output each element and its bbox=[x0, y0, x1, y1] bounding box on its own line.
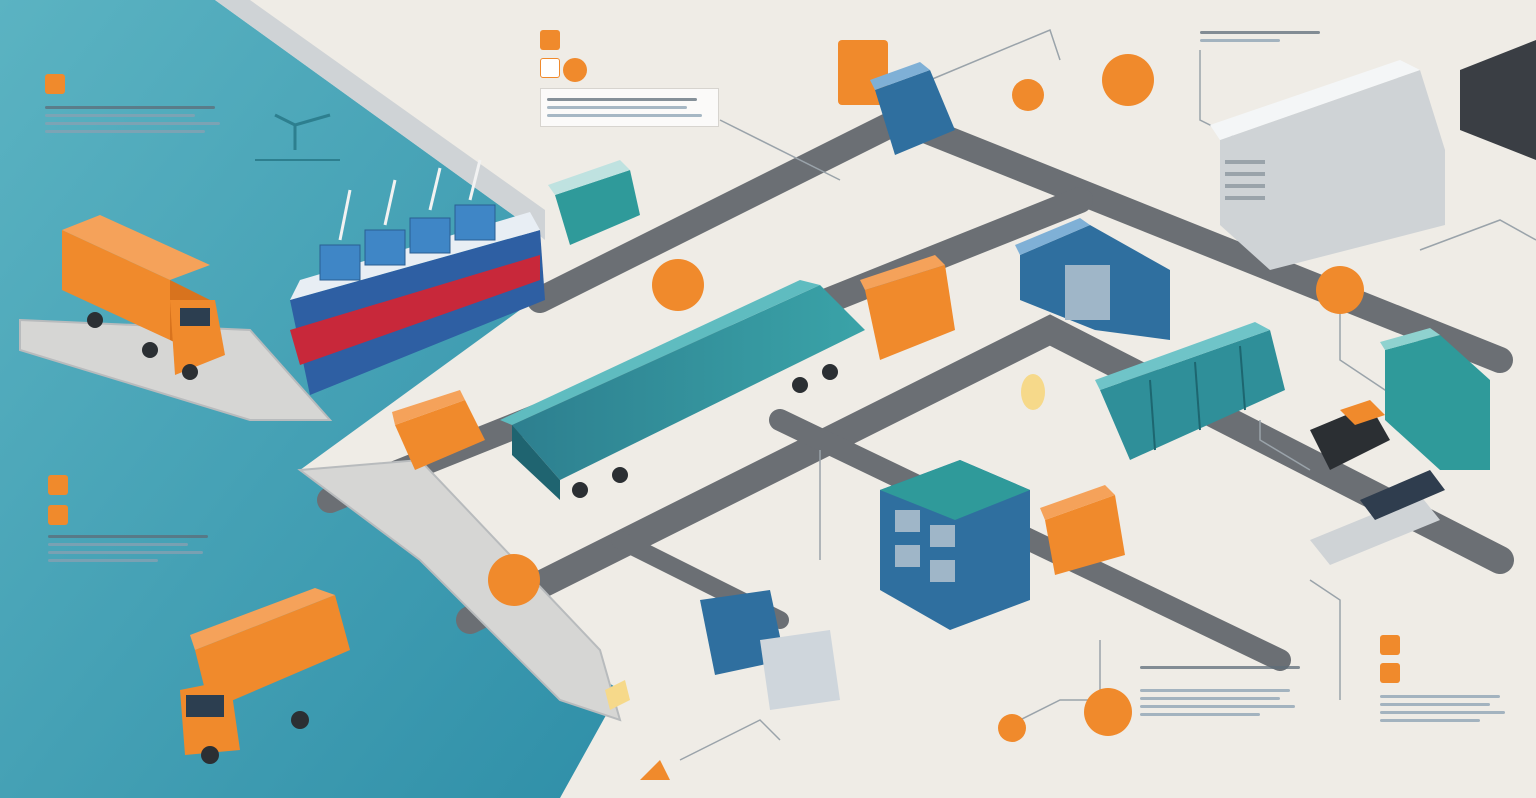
caption-line bbox=[45, 114, 195, 117]
caption-line bbox=[45, 122, 220, 125]
container-stack-icon bbox=[1095, 322, 1285, 460]
caption-bottom-right-1 bbox=[1140, 660, 1320, 721]
crate-icon bbox=[860, 255, 955, 360]
location-marker-icon bbox=[605, 374, 1045, 710]
container-stack-icon bbox=[1380, 328, 1490, 470]
dock-equipment-icon bbox=[548, 160, 640, 245]
info-icon bbox=[540, 30, 560, 50]
container-stack-icon bbox=[700, 590, 840, 710]
truck-icon bbox=[62, 215, 225, 380]
crane-icon bbox=[255, 113, 340, 161]
container-stack-icon bbox=[880, 460, 1030, 630]
caption-line bbox=[45, 130, 205, 133]
warehouse-icon bbox=[1210, 60, 1445, 270]
caption-mid-left bbox=[48, 475, 218, 567]
semi-trailer-icon bbox=[500, 280, 865, 500]
caption-top-right bbox=[1200, 25, 1340, 47]
info-icon bbox=[540, 58, 560, 78]
forklift-icon bbox=[1310, 400, 1390, 470]
caption-box bbox=[540, 88, 719, 127]
location-marker-icon bbox=[488, 54, 1364, 780]
caption-line bbox=[45, 106, 215, 109]
container-stack-icon bbox=[870, 62, 955, 155]
warehouse-icon bbox=[1460, 40, 1536, 160]
crate-icon bbox=[392, 390, 485, 470]
info-icon bbox=[1380, 635, 1400, 655]
info-icon bbox=[48, 505, 68, 525]
caption-bottom-right-2 bbox=[1380, 635, 1520, 727]
cargo-ship-icon bbox=[290, 159, 545, 395]
truck-icon bbox=[180, 588, 350, 764]
desk-terminal-icon bbox=[1310, 470, 1445, 565]
info-icon bbox=[45, 74, 65, 94]
caption-top-left bbox=[45, 60, 235, 138]
info-icon bbox=[48, 475, 68, 495]
caption-top-center bbox=[540, 30, 730, 127]
warehouse-icon bbox=[1015, 218, 1170, 340]
crate-icon bbox=[1040, 485, 1125, 575]
info-icon bbox=[1380, 663, 1400, 683]
